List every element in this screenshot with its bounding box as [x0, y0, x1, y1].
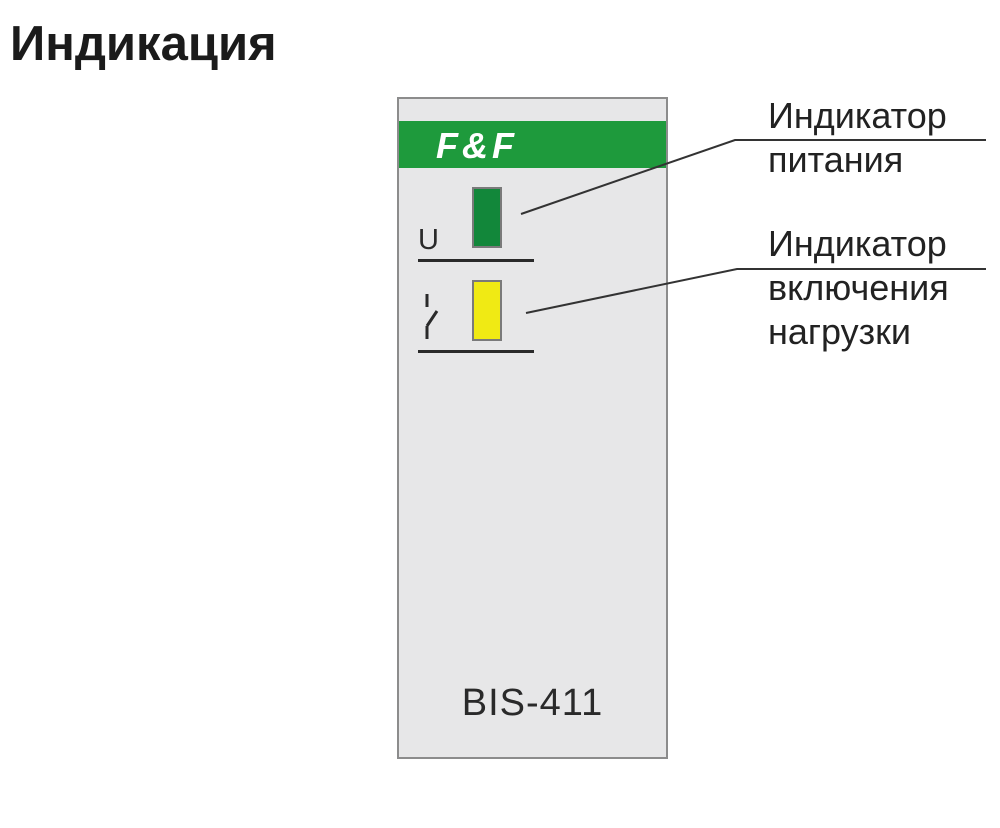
power-symbol-label: U [418, 224, 439, 256]
callout-power-indicator: Индикатор питания [768, 94, 947, 182]
power-indicator-led [472, 187, 502, 248]
leader-line-load [525, 268, 986, 314]
switch-contact-icon [425, 294, 439, 339]
load-indicator-led [472, 280, 502, 341]
page-title: Индикация [10, 17, 277, 71]
brand-logo: F&F [436, 125, 518, 166]
callout-load-indicator: Индикатор включения нагрузки [768, 222, 949, 354]
callout-line: нагрузки [768, 311, 912, 352]
brand-band: F&F [399, 121, 666, 168]
callout-line: включения [768, 267, 949, 308]
separator-line-load [418, 350, 534, 353]
leader-line-power [520, 139, 986, 215]
callout-line: Индикатор [768, 95, 947, 136]
relay-device-housing: F&F U BIS-411 [397, 97, 668, 759]
model-label: BIS-411 [461, 682, 604, 724]
callout-line: питания [768, 139, 904, 180]
brand-logo-text: F&F [436, 125, 518, 166]
callout-line: Индикатор [768, 223, 947, 264]
separator-line-power [418, 259, 534, 262]
